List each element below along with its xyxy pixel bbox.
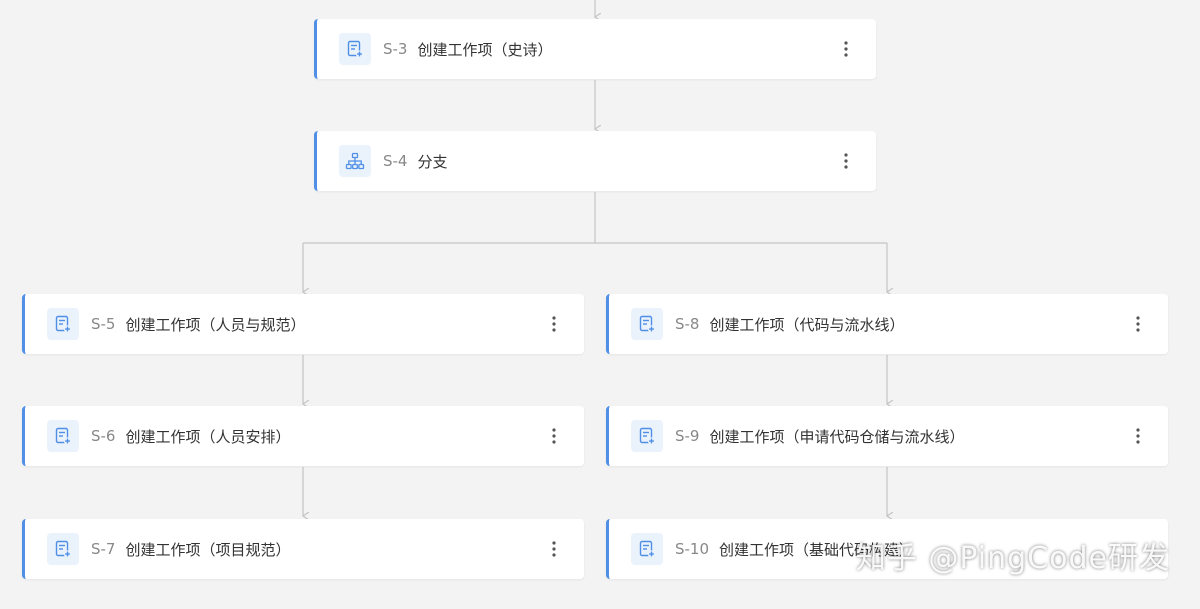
create-work-item-icon	[47, 420, 79, 452]
flow-node-s3[interactable]: S-3 创建工作项（史诗）	[314, 19, 876, 79]
more-options-icon[interactable]	[838, 37, 854, 61]
step-id: S-6	[91, 427, 116, 445]
step-id: S-3	[383, 40, 408, 58]
flow-node-s7[interactable]: S-7 创建工作项（项目规范）	[22, 519, 584, 579]
flow-node-s5[interactable]: S-5 创建工作项（人员与规范）	[22, 294, 584, 354]
branch-icon	[339, 145, 371, 177]
flow-node-s6[interactable]: S-6 创建工作项（人员安排）	[22, 406, 584, 466]
step-title: 创建工作项（人员与规范）	[125, 315, 306, 334]
step-title: 创建工作项（申请代码仓储与流水线）	[709, 427, 965, 446]
create-work-item-icon	[631, 420, 663, 452]
step-title: 创建工作项（项目规范）	[125, 540, 291, 559]
flow-node-s9[interactable]: S-9 创建工作项（申请代码仓储与流水线）	[606, 406, 1168, 466]
create-work-item-icon	[339, 33, 371, 65]
create-work-item-icon	[47, 533, 79, 565]
step-title: 创建工作项（史诗）	[417, 40, 553, 59]
step-id: S-9	[675, 427, 700, 445]
more-options-icon[interactable]	[1130, 312, 1146, 336]
watermark: 知乎 @PingCode研发	[855, 541, 1170, 576]
step-title: 创建工作项（基础代码构建）	[719, 540, 915, 559]
create-work-item-icon	[47, 308, 79, 340]
flow-node-s4[interactable]: S-4 分支	[314, 131, 876, 191]
step-id: S-5	[91, 315, 116, 333]
flow-node-s10[interactable]: S-10 创建工作项（基础代码构建）	[606, 519, 1168, 579]
step-id: S-4	[383, 152, 408, 170]
step-title: 创建工作项（代码与流水线）	[709, 315, 905, 334]
step-title: 分支	[417, 152, 448, 171]
flow-node-s8[interactable]: S-8 创建工作项（代码与流水线）	[606, 294, 1168, 354]
more-options-icon[interactable]	[838, 149, 854, 173]
step-id: S-10	[675, 540, 710, 558]
more-options-icon[interactable]	[546, 537, 562, 561]
more-options-icon[interactable]	[1130, 424, 1146, 448]
step-title: 创建工作项（人员安排）	[125, 427, 291, 446]
more-options-icon[interactable]	[546, 424, 562, 448]
create-work-item-icon	[631, 533, 663, 565]
more-options-icon[interactable]	[546, 312, 562, 336]
step-id: S-7	[91, 540, 116, 558]
step-id: S-8	[675, 315, 700, 333]
create-work-item-icon	[631, 308, 663, 340]
